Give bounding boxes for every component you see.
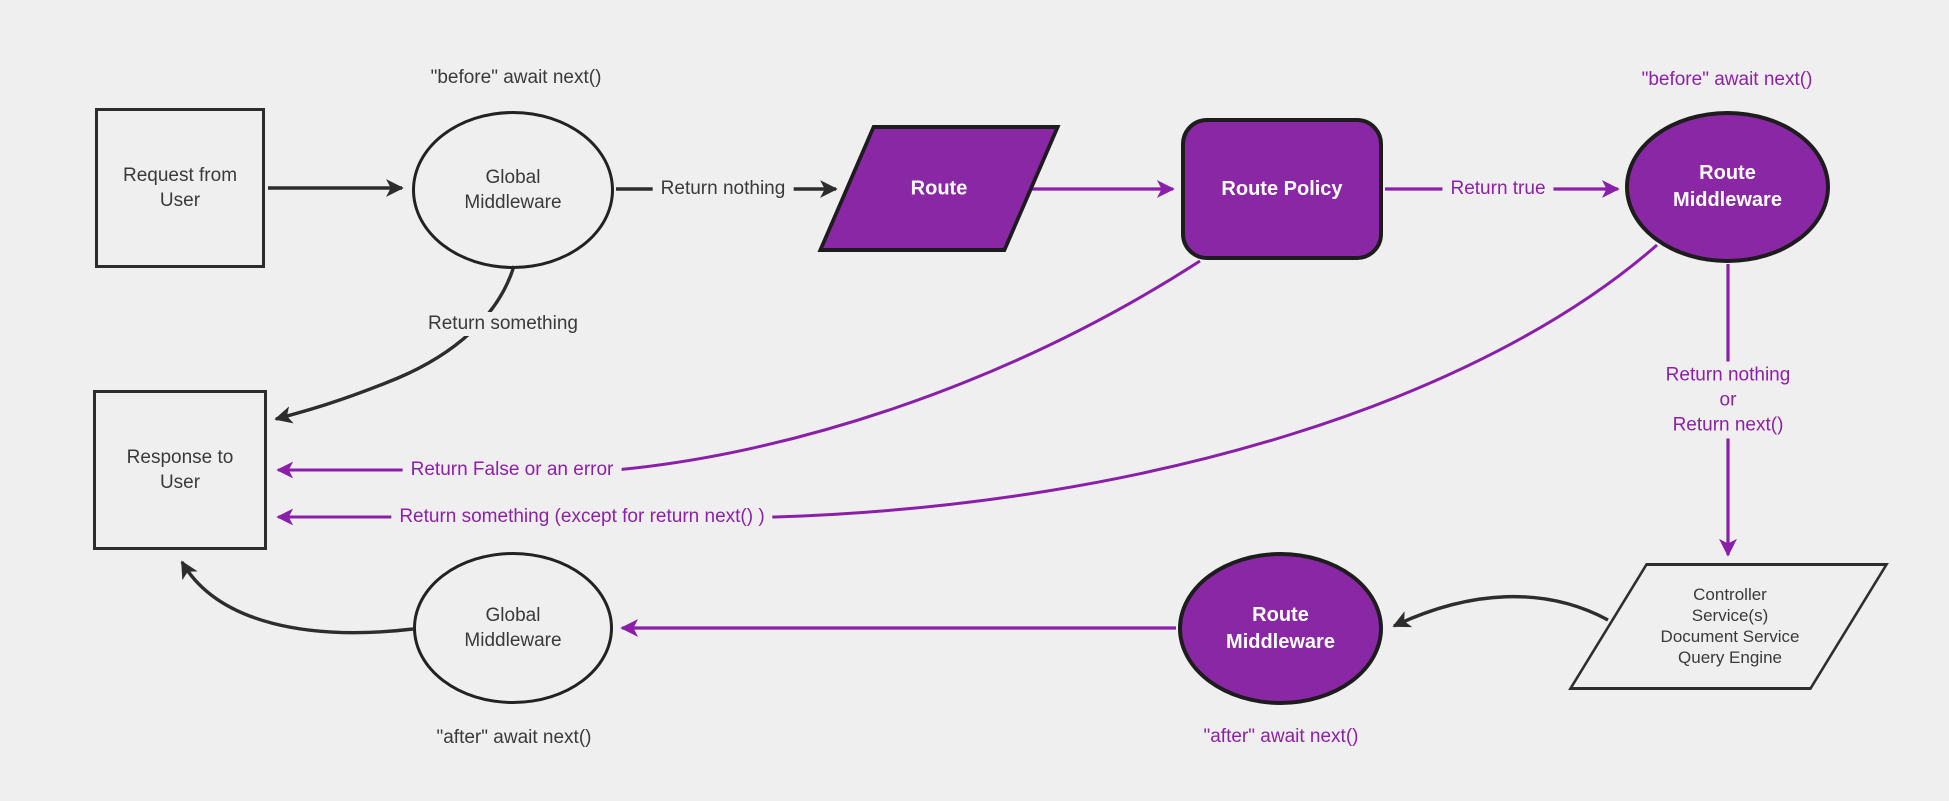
node-global-middleware-bottom: Global Middleware	[413, 552, 613, 704]
node-route-label: Route	[910, 177, 968, 200]
label-after-await-next-left: "after" await next()	[436, 727, 592, 748]
node-route-policy: Route Policy	[1181, 118, 1383, 260]
node-label: Request from User	[122, 165, 238, 211]
node-route-middleware-bottom: Route Middleware	[1178, 552, 1383, 705]
label-after-await-next-right: "after" await next()	[1203, 726, 1359, 747]
node-label: Global Middleware	[464, 167, 562, 213]
node-label: Response to User	[126, 447, 234, 493]
label-return-nothing-or-next: Return nothing or Return next()	[1657, 361, 1799, 439]
label-return-nothing: Return nothing	[652, 177, 794, 201]
node-label: Global Middleware	[464, 605, 562, 651]
label-return-something-except: Return something (except for return next…	[391, 505, 773, 529]
node-request-from-user: Request from User	[95, 108, 265, 268]
label-before-await-next-left: "before" await next()	[430, 67, 602, 88]
node-route-middleware-top: Route Middleware	[1625, 111, 1830, 263]
node-label: Route Middleware	[1673, 162, 1782, 211]
node-label: Route Policy	[1221, 177, 1343, 200]
edge-global-middleware-bottom-to-response	[180, 560, 414, 635]
label-return-something: Return something	[420, 312, 586, 336]
label-before-await-next-right: "before" await next()	[1641, 69, 1813, 90]
label-return-true: Return true	[1442, 177, 1554, 201]
edge-global-middleware-return-something-to-response	[274, 265, 516, 424]
node-label: Route Middleware	[1226, 603, 1335, 653]
node-global-middleware-top: Global Middleware	[412, 111, 614, 269]
edge-controller-to-route-middleware-bottom	[1392, 594, 1609, 628]
edge-route-middleware-return-something-to-response	[276, 243, 1658, 526]
edge-route-policy-return-false-to-response	[276, 259, 1201, 479]
label-return-false-or-error: Return False or an error	[402, 458, 622, 482]
node-controller-label: Controller Service(s) Document Service Q…	[1660, 585, 1800, 667]
node-response-to-user: Response to User	[93, 390, 267, 550]
